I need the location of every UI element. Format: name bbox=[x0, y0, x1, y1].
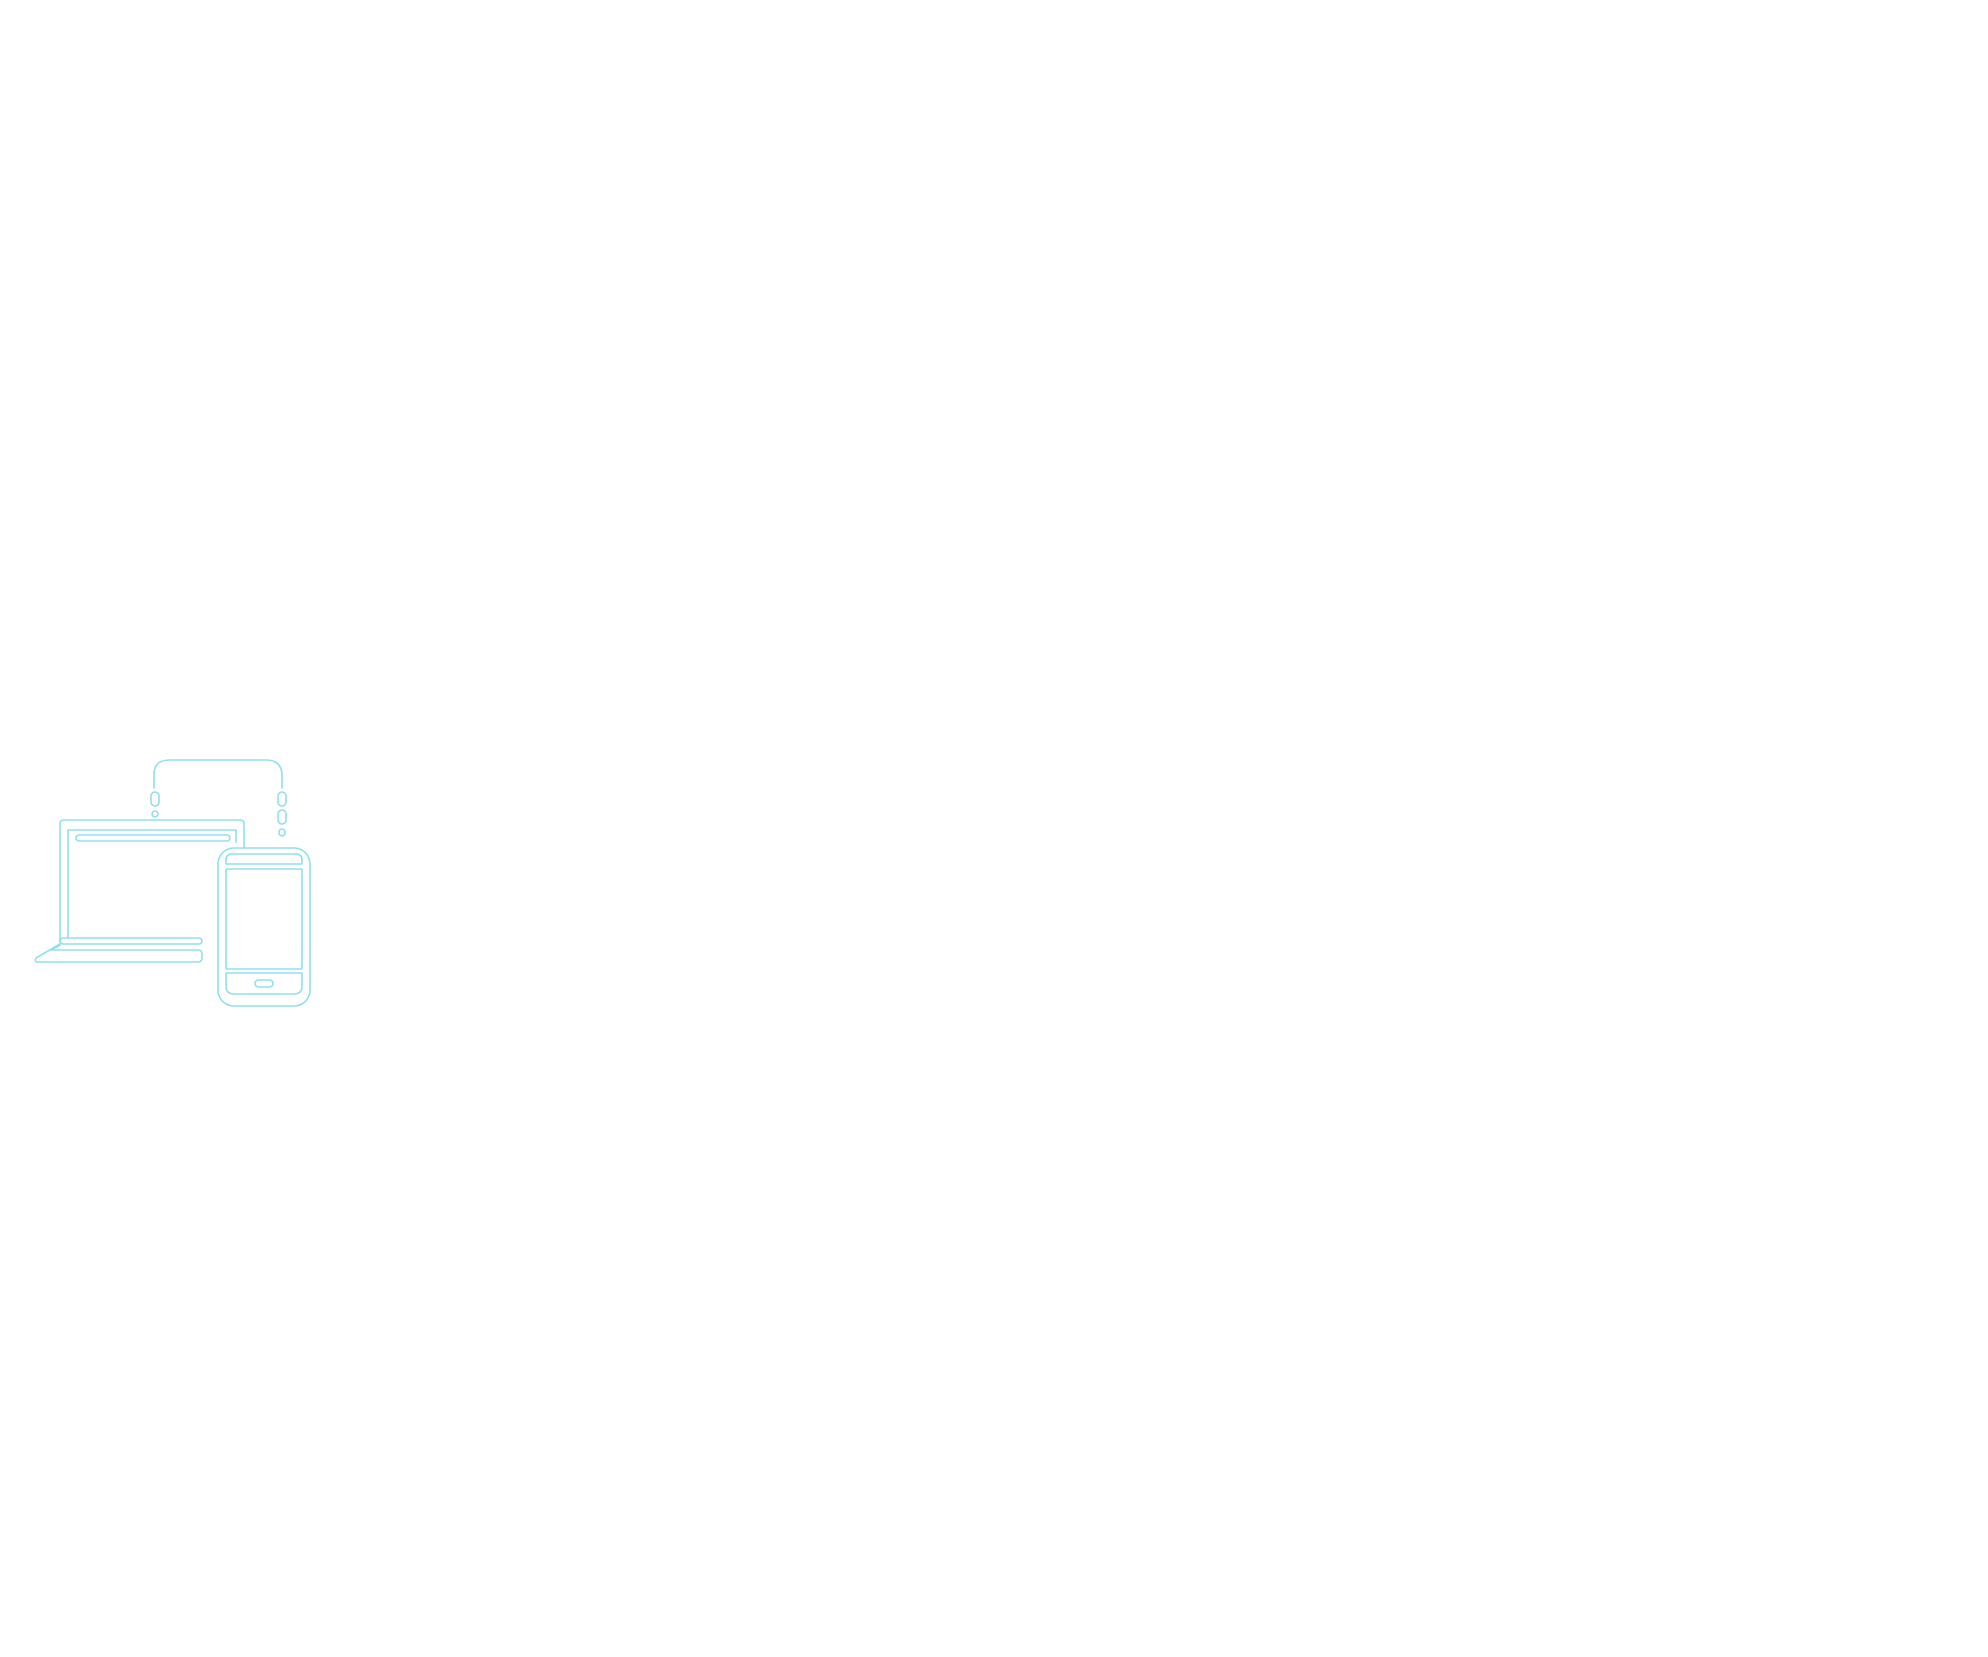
laptop-screen-outer bbox=[59, 819, 245, 943]
laptop-screen-inner bbox=[67, 829, 237, 939]
sync-arc bbox=[153, 759, 283, 789]
phone-top bbox=[225, 853, 303, 865]
sync-dash-right-3 bbox=[278, 828, 286, 837]
laptop-screen-bottom bbox=[59, 937, 203, 945]
sync-dash-left-2 bbox=[151, 810, 159, 818]
sync-dash-right-1 bbox=[277, 791, 287, 807]
laptop-base bbox=[34, 943, 203, 963]
sync-dash-left-1 bbox=[150, 791, 160, 807]
laptop-phone-sync-icon bbox=[32, 752, 322, 1014]
devices-illustration bbox=[34, 759, 311, 1007]
phone-bottom bbox=[225, 972, 303, 995]
laptop-base-line bbox=[51, 944, 61, 951]
phone-outer bbox=[217, 847, 311, 1007]
laptop-top-bar bbox=[75, 834, 231, 842]
phone-screen bbox=[225, 868, 303, 970]
sync-dash-right-2 bbox=[277, 809, 287, 825]
phone-home-button bbox=[254, 979, 274, 988]
